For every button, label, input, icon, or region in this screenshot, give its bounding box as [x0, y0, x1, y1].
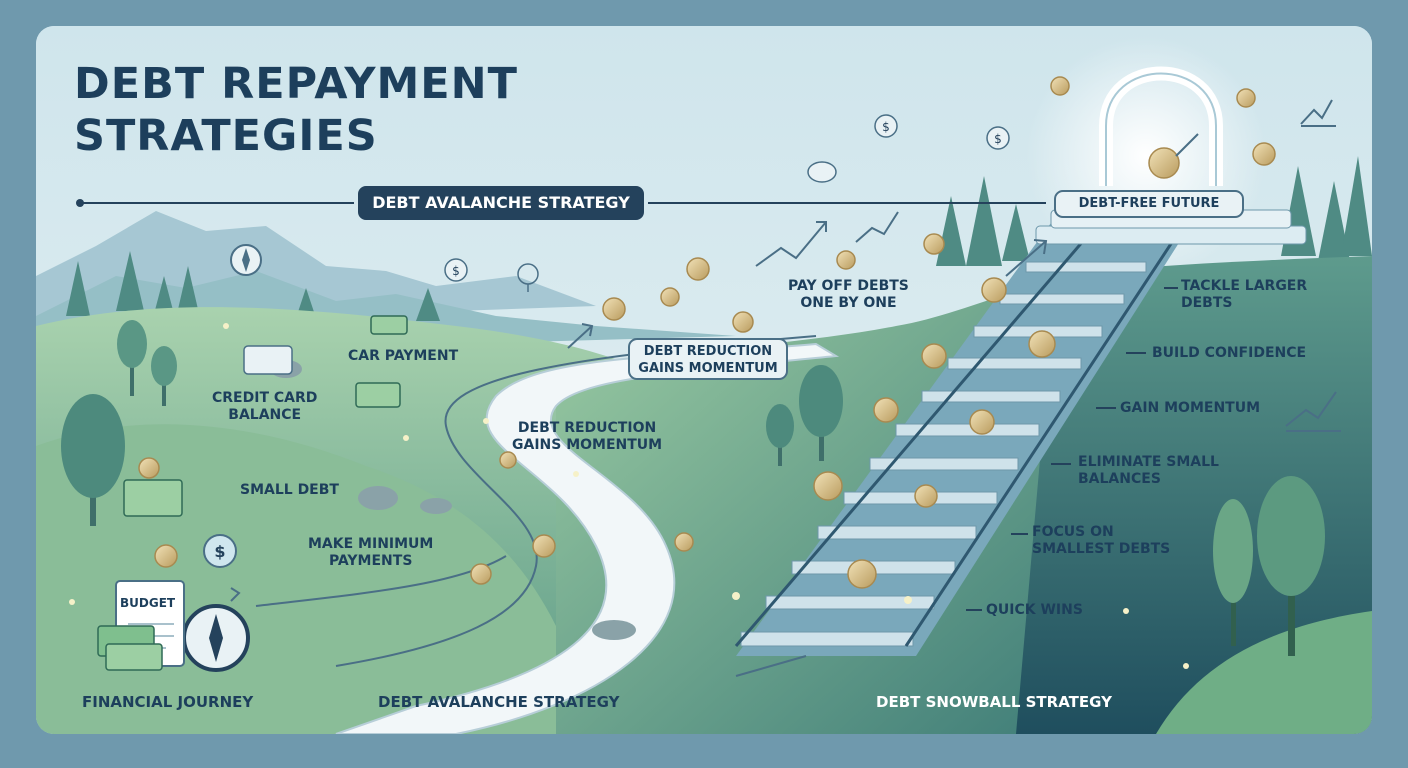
credit-card-label: CREDIT CARD BALANCE [212, 390, 317, 424]
page-title-line-1: DEBT REPAYMENT [74, 59, 518, 109]
page-title-line-2: STRATEGIES [74, 111, 378, 161]
sparkle-dots [69, 323, 1189, 669]
bottom-label-snowball: DEBT SNOWBALL STRATEGY [876, 693, 1112, 711]
step-label-line: BUILD CONFIDENCE [1152, 345, 1307, 361]
page-title: DEBT REPAYMENT STRATEGIES [74, 58, 518, 162]
debt-free-future-sign: DEBT-FREE FUTURE [1054, 190, 1244, 218]
coin-icons [138, 76, 1276, 589]
svg-text:$: $ [214, 542, 225, 561]
path-railing [335, 335, 817, 667]
right-hill [1016, 256, 1372, 734]
minimum-payments-line-2: PAYMENTS [328, 553, 413, 569]
step-label-quick-wins: QUICK WINS [986, 602, 1083, 619]
svg-text:$: $ [452, 264, 460, 278]
infographic-card: $ $ $ $ [36, 26, 1372, 734]
step-label-gain-momentum: GAIN MOMENTUM [1120, 400, 1260, 417]
step-label-line: QUICK WINS [986, 602, 1083, 618]
svg-text:$: $ [994, 132, 1002, 146]
step-label-line: GAIN MOMENTUM [1120, 400, 1261, 416]
step-label-line: ELIMINATE SMALL [1078, 454, 1219, 470]
momentum-label: DEBT REDUCTION GAINS MOMENTUM [512, 420, 662, 454]
banknote-icon [97, 315, 408, 671]
minimum-payments-line-1: MAKE MINIMUM [308, 536, 434, 552]
piggy-bank-icon [807, 161, 837, 183]
momentum-label-line-2: GAINS MOMENTUM [512, 437, 663, 453]
step-label-line: FOCUS ON [1032, 524, 1114, 540]
budget-sign-text: BUDGET [120, 596, 176, 610]
step-label-eliminate-small: ELIMINATE SMALL BALANCES [1078, 454, 1219, 488]
step-label-line: DEBTS [1181, 295, 1233, 311]
pay-off-debts-label: PAY OFF DEBTS ONE BY ONE [788, 278, 909, 312]
minimum-payments-label: MAKE MINIMUM PAYMENTS [308, 536, 433, 570]
dollar-icon: $ $ $ $ [203, 114, 1010, 568]
right-foreground-hill [1156, 611, 1372, 734]
step-label-focus-smallest: FOCUS ON SMALLEST DEBTS [1032, 524, 1170, 558]
pay-off-debts-line-2: ONE BY ONE [800, 295, 897, 311]
credit-card-label-line-2: BALANCE [228, 407, 302, 423]
car-payment-label: CAR PAYMENT [348, 348, 459, 364]
momentum-badge-line-1: DEBT REDUCTION [643, 344, 773, 359]
banner-line-dot [76, 199, 84, 207]
pay-off-debts-line-1: PAY OFF DEBTS [788, 278, 909, 294]
small-debt-label: SMALL DEBT [240, 482, 339, 498]
step-label-tackle-larger: TACKLE LARGER DEBTS [1181, 278, 1307, 312]
landscape-illustration: $ $ $ $ [36, 26, 1372, 734]
tree-icons [61, 320, 1325, 656]
step-leader-lines [966, 287, 1178, 611]
svg-text:$: $ [882, 120, 890, 134]
step-label-line: BALANCES [1078, 471, 1161, 487]
bottom-label-avalanche: DEBT AVALANCHE STRATEGY [378, 693, 620, 711]
lightbulb-icon [517, 263, 539, 292]
step-label-line: TACKLE LARGER [1181, 278, 1308, 294]
momentum-badge-line-2: GAINS MOMENTUM [638, 361, 778, 376]
avalanche-banner: DEBT AVALANCHE STRATEGY [358, 186, 644, 220]
bottom-label-financial-journey: FINANCIAL JOURNEY [82, 693, 254, 711]
momentum-badge: DEBT REDUCTION GAINS MOMENTUM [628, 338, 788, 380]
compass-icon [182, 244, 262, 672]
step-label-build-confidence: BUILD CONFIDENCE [1152, 345, 1306, 362]
winding-path [335, 342, 840, 734]
step-label-line: SMALLEST DEBTS [1032, 541, 1171, 557]
momentum-label-line-1: DEBT REDUCTION [517, 420, 657, 436]
credit-card-label-line-1: CREDIT CARD [212, 390, 318, 406]
growth-chart-icon [230, 99, 1341, 677]
